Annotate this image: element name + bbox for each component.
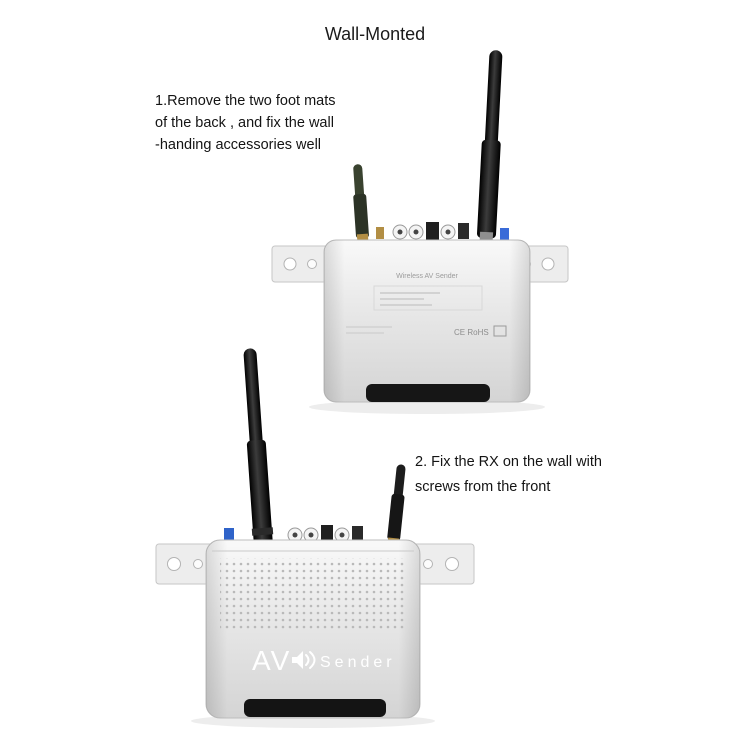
device-back-shadow (309, 400, 545, 414)
step1-line1: 1.Remove the two foot mats (155, 93, 336, 109)
antenna-small-icon (353, 164, 369, 243)
antenna-large-icon (477, 50, 503, 242)
back-panel-label: Wireless AV Sender (396, 273, 458, 280)
ventilation-grid (220, 558, 406, 630)
rear-connectors (376, 222, 469, 240)
device-front-body: AV Sender (205, 539, 421, 719)
step1-line2: of the back , and fix the wall (155, 115, 334, 131)
device-foot-bar (366, 384, 490, 402)
step2-line2: screws from the front (415, 479, 551, 495)
antenna-small-icon (387, 464, 406, 547)
instruction-step-1: 1.Remove the two foot mats of the back ,… (155, 90, 336, 156)
wall-bracket-left (155, 543, 219, 585)
top-connectors (224, 525, 363, 543)
page-title: Wall-Monted (324, 24, 426, 44)
certification-marks: CE RoHS (454, 328, 489, 337)
device-back-photo: Wireless AV Sender CE RoHS (271, 50, 569, 414)
wall-bracket-left (271, 245, 333, 283)
device-foot-bar (244, 699, 386, 717)
wall-bracket-right (411, 543, 475, 585)
speaker-waves-icon (292, 651, 316, 669)
device-back-body: Wireless AV Sender CE RoHS (323, 239, 531, 403)
brand-av: AV (252, 645, 291, 676)
device-front-photo: AV Sender (155, 348, 475, 728)
weee-bin-icon (493, 325, 507, 337)
brand-sender: Sender (320, 654, 396, 671)
instruction-step-2: 2. Fix the RX on the wall with screws fr… (415, 450, 602, 500)
blue-connector (500, 228, 509, 240)
step2-line1: 2. Fix the RX on the wall with (415, 454, 602, 470)
antenna-large-icon (243, 348, 274, 547)
spec-label-box (373, 285, 483, 311)
step1-line3: -handing accessories well (155, 137, 322, 153)
